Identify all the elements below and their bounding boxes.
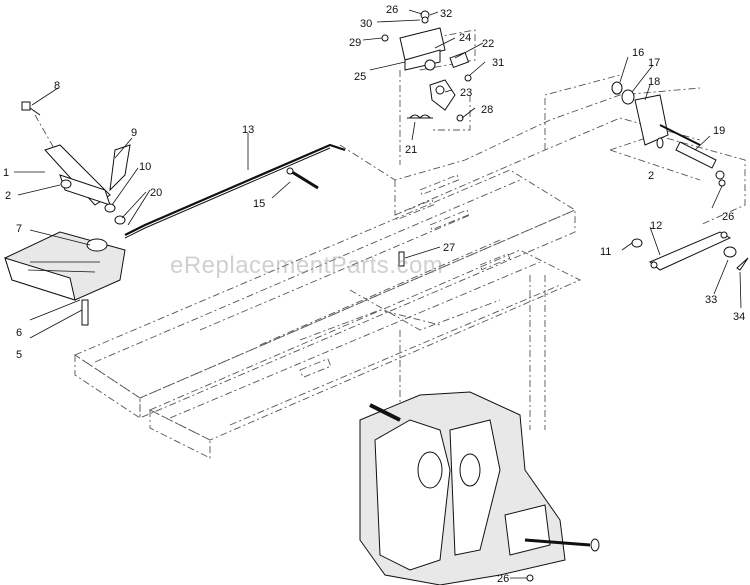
upper-bracket-assembly xyxy=(381,10,472,122)
callout-labels: 1 2 2 5 6 7 8 9 10 11 12 13 15 16 17 18 … xyxy=(3,4,745,585)
leader-lines xyxy=(14,9,742,579)
callout-2: 2 xyxy=(5,190,11,202)
callout-26c: 26 xyxy=(497,573,509,585)
pivot-bracket xyxy=(611,81,726,187)
callout-8: 8 xyxy=(54,80,60,92)
control-rod xyxy=(124,143,346,239)
callout-26b: 26 xyxy=(722,211,734,223)
callout-32: 32 xyxy=(440,8,452,20)
callout-7: 7 xyxy=(16,223,22,235)
watermark-text: eReplacementParts.com xyxy=(170,252,444,279)
callout-25: 25 xyxy=(354,71,366,83)
callout-20: 20 xyxy=(150,187,162,199)
frame-rail-lower xyxy=(148,249,582,459)
frame-rail-upper xyxy=(74,169,576,419)
callout-23: 23 xyxy=(460,87,472,99)
callout-11: 11 xyxy=(600,246,611,258)
callout-5: 5 xyxy=(16,349,22,361)
callout-17: 17 xyxy=(648,57,660,69)
callout-1: 1 xyxy=(3,167,9,179)
callout-29: 29 xyxy=(349,37,361,49)
callout-27: 27 xyxy=(443,242,455,254)
callout-10: 10 xyxy=(139,161,151,173)
callout-26a: 26 xyxy=(386,4,398,16)
bolt-part xyxy=(398,251,405,267)
callout-33: 33 xyxy=(705,294,717,306)
callout-28: 28 xyxy=(481,104,493,116)
callout-15: 15 xyxy=(253,198,265,210)
rail-slots xyxy=(299,174,511,379)
callout-13: 13 xyxy=(242,124,254,136)
pedal-assembly xyxy=(21,101,131,225)
pedal-pad xyxy=(4,231,126,326)
callout-30: 30 xyxy=(360,18,372,30)
callout-6: 6 xyxy=(16,327,22,339)
transmission-housing xyxy=(359,391,600,585)
callout-16: 16 xyxy=(632,47,644,59)
pin-part xyxy=(286,167,319,190)
callout-19: 19 xyxy=(713,125,725,137)
callout-31: 31 xyxy=(492,57,504,69)
callout-2b: 2 xyxy=(648,170,654,182)
assembly-dashed-lines xyxy=(299,29,746,430)
callout-9: 9 xyxy=(131,127,137,139)
callout-24: 24 xyxy=(459,32,471,44)
callout-18: 18 xyxy=(648,76,660,88)
callout-21: 21 xyxy=(405,144,417,156)
callout-34: 34 xyxy=(733,311,745,323)
callout-22: 22 xyxy=(482,38,494,50)
callout-12: 12 xyxy=(650,220,662,232)
link-bar xyxy=(631,231,749,271)
